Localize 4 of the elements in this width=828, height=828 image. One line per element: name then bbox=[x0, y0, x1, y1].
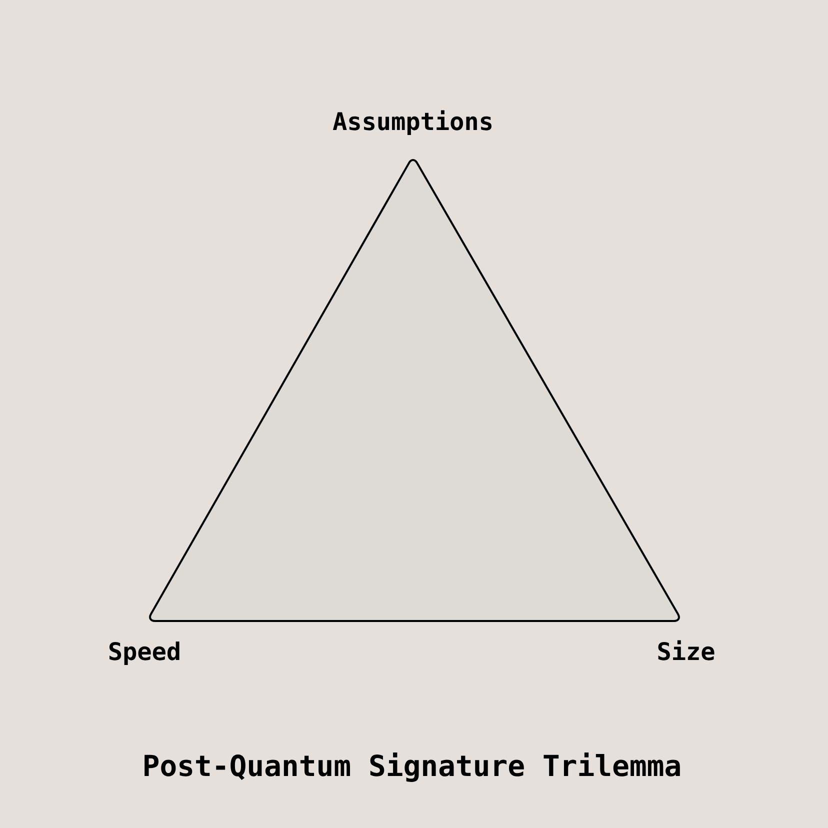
title: Post-Quantum Signature Trilemma bbox=[144, 752, 680, 782]
vertex-label: Assumptions bbox=[332, 110, 492, 136]
vertex-label: Speed bbox=[109, 642, 180, 666]
vertex-label: Size bbox=[658, 640, 714, 660]
